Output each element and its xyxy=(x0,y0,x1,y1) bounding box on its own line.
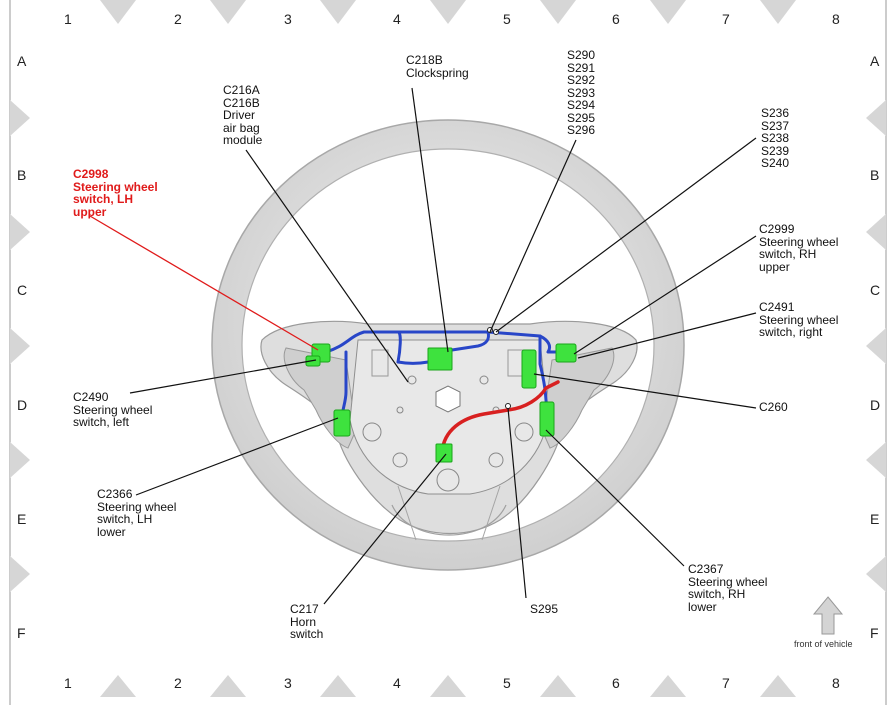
grid-col-3-top: 3 xyxy=(284,11,292,27)
grid-row-e-left: E xyxy=(17,511,27,527)
grid-col-6-top: 6 xyxy=(612,11,620,27)
label-c2998: C2998 Steering wheel switch, LH upper xyxy=(73,167,158,219)
grid-row-f-right: F xyxy=(870,625,879,641)
label-c216: C216A C216B Driver air bag module xyxy=(223,83,263,147)
grid-col-8-bottom: 8 xyxy=(832,675,840,691)
left-grid-markers xyxy=(10,100,30,592)
grid-row-f-left: F xyxy=(17,625,26,641)
bottom-grid-markers xyxy=(100,675,796,697)
grid-row-b-right: B xyxy=(870,167,880,183)
grid-col-5-top: 5 xyxy=(503,11,511,27)
connector-c2367 xyxy=(539,401,555,437)
label-c2491: C2491 Steering wheel switch, right xyxy=(759,300,839,339)
label-c217: C217 Horn switch xyxy=(290,602,324,641)
label-c2366: C2366 Steering wheel switch, LH lower xyxy=(97,487,177,539)
grid-col-8-top: 8 xyxy=(832,11,840,27)
leader-line-c2998 xyxy=(89,215,319,351)
right-grid-markers xyxy=(866,100,886,592)
steering-wheel xyxy=(211,119,685,571)
label-c218b: C218B Clockspring xyxy=(406,53,469,80)
grid-col-3-bottom: 3 xyxy=(284,675,292,691)
grid-col-2-bottom: 2 xyxy=(174,675,182,691)
label-c2999: C2999 Steering wheel switch, RH upper xyxy=(759,222,839,274)
label-c260: C260 xyxy=(759,400,788,414)
grid-row-d-left: D xyxy=(17,397,28,413)
connector-c2999 xyxy=(555,343,577,363)
grid-col-6-bottom: 6 xyxy=(612,675,620,691)
grid-col-4-top: 4 xyxy=(393,11,401,27)
label-c2490: C2490 Steering wheel switch, left xyxy=(73,390,153,429)
harness-red xyxy=(440,380,560,454)
grid-row-a-right: A xyxy=(870,53,880,69)
label-c2367: C2367 Steering wheel switch, RH lower xyxy=(688,562,768,614)
connector-c217 xyxy=(435,443,453,463)
grid-col-7-top: 7 xyxy=(722,11,730,27)
grid-row-d-right: D xyxy=(870,397,881,413)
grid-col-4-bottom: 4 xyxy=(393,675,401,691)
top-grid-markers xyxy=(100,0,796,24)
grid-col-1-top: 1 xyxy=(64,11,72,27)
leader-lines xyxy=(129,87,757,605)
grid-row-c-left: C xyxy=(17,282,28,298)
label-s295: S295 xyxy=(530,602,559,616)
label-s290-s296: S290 S291 S292 S293 S294 S295 S296 xyxy=(567,48,596,137)
grid-row-a-left: A xyxy=(17,53,27,69)
grid-row-e-right: E xyxy=(870,511,880,527)
connector-c218b xyxy=(427,347,453,371)
grid-col-1-bottom: 1 xyxy=(64,675,72,691)
grid-col-2-top: 2 xyxy=(174,11,182,27)
grid-row-c-right: C xyxy=(870,282,881,298)
connectors xyxy=(305,343,577,463)
connector-c2366 xyxy=(333,409,351,437)
connector-c260 xyxy=(521,349,537,389)
label-s236-s240: S236 S237 S238 S239 S240 xyxy=(761,106,790,170)
grid-col-7-bottom: 7 xyxy=(722,675,730,691)
front-of-vehicle-label: front of vehicle xyxy=(794,639,853,649)
grid-col-5-bottom: 5 xyxy=(503,675,511,691)
front-of-vehicle-arrow xyxy=(812,596,844,635)
grid-row-b-left: B xyxy=(17,167,27,183)
